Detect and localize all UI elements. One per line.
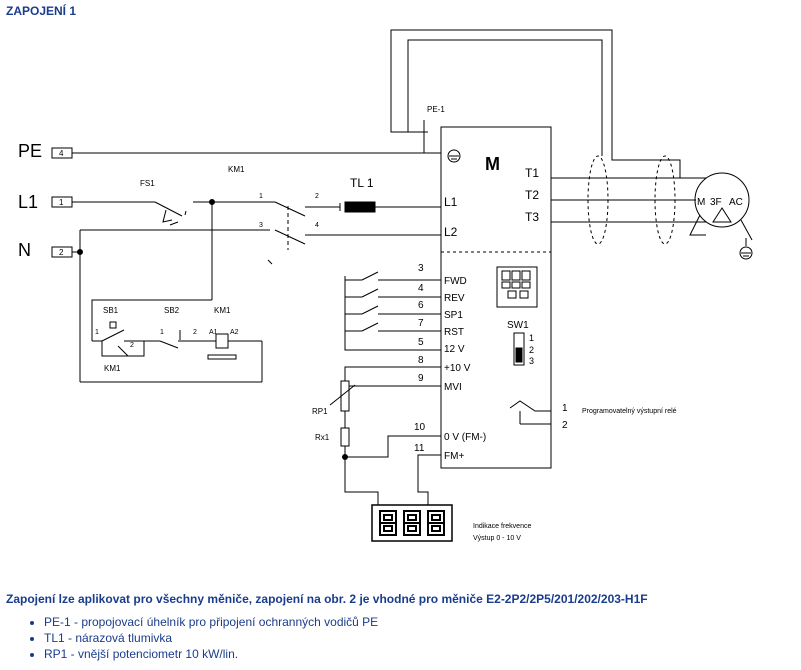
sw1-pos-1: 1	[529, 333, 534, 343]
l1-terminal-num: 1	[59, 198, 64, 207]
km1-contact-1	[274, 201, 306, 217]
contact-3: 3	[259, 222, 263, 229]
l1-label: L1	[18, 192, 38, 212]
sw1-pos-3: 3	[529, 356, 534, 366]
sb2-label: SB2	[164, 306, 180, 315]
contact-1: 1	[259, 193, 263, 200]
n-terminal-num: 2	[59, 248, 64, 257]
rx1-label: Rx1	[315, 433, 330, 442]
pe-label: PE	[18, 141, 42, 161]
motor-3f: 3F	[710, 197, 722, 208]
inverter-0v: 0 V (FM-)	[444, 432, 486, 443]
legend-item: TL1 - nárazová tlumivka	[44, 630, 378, 646]
inverter-l1: L1	[444, 195, 458, 209]
ctrl-num-6: 6	[418, 300, 424, 311]
fs1-label: FS1	[140, 179, 155, 188]
km1-aux-label: KM1	[104, 364, 121, 373]
km1-top-label: KM1	[228, 165, 245, 174]
ctrl-num-9: 9	[418, 373, 424, 384]
frequency-display	[371, 504, 453, 542]
sb1-term-2: 2	[130, 342, 134, 349]
rx1-resistor	[340, 427, 350, 447]
ctrl-num-5: 5	[418, 337, 424, 348]
fs1-contact	[154, 201, 183, 217]
ctrl-num-8: 8	[418, 355, 424, 366]
sb1-term-1: 1	[95, 329, 99, 336]
inverter-fm: FM+	[444, 451, 464, 462]
km1-aux-contact	[101, 341, 124, 357]
inverter-mvi: MVI	[444, 382, 462, 393]
ctrl-num-7: 7	[418, 318, 424, 329]
contact-2: 2	[315, 193, 319, 200]
inverter-t3: T3	[525, 210, 539, 224]
inverter-m: M	[485, 154, 500, 174]
inverter-t1: T1	[525, 166, 539, 180]
a2-label: A2	[230, 329, 239, 336]
rp1-label: RP1	[312, 407, 328, 416]
sw1-pos-2: 2	[529, 345, 534, 355]
ctrl-num-11: 11	[414, 443, 425, 454]
display-caption-1: Indikace frekvence	[473, 523, 531, 530]
page-title: ZAPOJENÍ 1	[6, 4, 77, 18]
sw1-switch	[513, 332, 525, 366]
relay-label: Programovatelný výstupní relé	[582, 408, 677, 415]
legend-item: RP1 - vnější potenciometr 10 kW/lin.	[44, 646, 378, 662]
display-caption-2: Výstup 0 - 10 V	[473, 535, 521, 542]
inverter-rst: RST	[444, 327, 464, 338]
fs1-mechanism	[162, 209, 187, 226]
relay-term-2: 2	[562, 420, 568, 431]
tl1-choke	[344, 201, 376, 213]
sw1-label: SW1	[507, 320, 529, 331]
motor-ac: AC	[729, 197, 743, 208]
inverter-rev: REV	[444, 293, 465, 304]
a1-label: A1	[209, 329, 218, 336]
km1-coil	[215, 333, 229, 349]
relay-term-1: 1	[562, 403, 568, 414]
legend-list: PE-1 - propojovací úhelník pro připojení…	[28, 614, 378, 662]
sb2-term-2: 2	[193, 329, 197, 336]
n-label: N	[18, 240, 31, 260]
pe1-label: PE-1	[427, 105, 445, 114]
motor-m: M	[697, 197, 705, 208]
km1-coil-label: KM1	[214, 306, 231, 315]
sb1-button	[109, 321, 117, 329]
legend-item: PE-1 - propojovací úhelník pro připojení…	[44, 614, 378, 630]
sb1-label: SB1	[103, 306, 119, 315]
inverter-l2: L2	[444, 225, 458, 239]
inverter-fwd: FWD	[444, 276, 467, 287]
relay-contact	[509, 400, 551, 412]
contact-4: 4	[315, 222, 319, 229]
motor-symbol	[694, 172, 750, 228]
inverter-12v: 12 V	[444, 344, 465, 355]
sb2-contact	[159, 340, 179, 349]
wiring-diagram: PE L1 N 4 1 2 FS1 KM1 TL 1 PE-1 1 2 3 4 …	[18, 29, 753, 542]
inverter-10v: +10 V	[444, 363, 471, 374]
pe-loop-outer	[390, 29, 613, 156]
sb1-contact	[101, 329, 125, 342]
ferrite-core-2	[654, 155, 676, 245]
inverter-sp1: SP1	[444, 310, 463, 321]
rp1-potentiometer	[340, 380, 350, 412]
tl1-label: TL 1	[350, 176, 374, 190]
km1-contact-2	[274, 229, 306, 245]
sb2-term-1: 1	[160, 329, 164, 336]
inverter-t2: T2	[525, 188, 539, 202]
pe-terminal-num: 4	[59, 149, 64, 158]
ctrl-num-3: 3	[418, 263, 424, 274]
ctrl-num-10: 10	[414, 422, 426, 433]
pe-loop-inner	[407, 39, 603, 156]
keypad	[496, 266, 538, 308]
ctrl-num-4: 4	[418, 283, 424, 294]
applicability-note: Zapojení lze aplikovat pro všechny měnič…	[6, 592, 648, 606]
ferrite-core-1	[587, 155, 609, 245]
display-digits	[379, 510, 445, 536]
